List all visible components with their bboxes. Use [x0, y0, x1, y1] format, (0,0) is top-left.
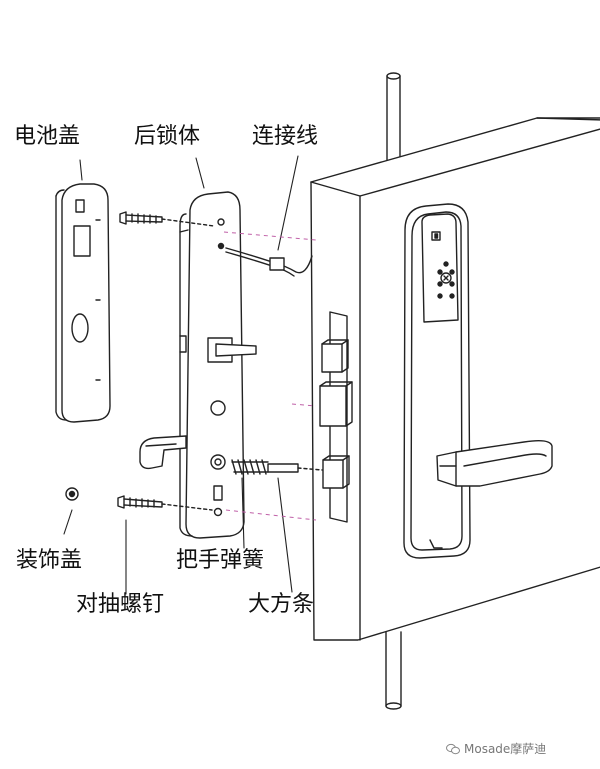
handle-spring	[231, 459, 269, 475]
watermark-text: Mosade摩萨迪	[464, 742, 547, 756]
callout-lines	[63, 155, 299, 595]
label-decorative-cap: 装饰盖	[16, 548, 83, 573]
label-spindle-bar: 大方条	[248, 592, 315, 617]
bottom-screw	[117, 495, 213, 511]
rear-lock-body	[179, 191, 257, 539]
connecting-cable	[225, 247, 313, 277]
label-through-screw: 对抽螺钉	[76, 592, 165, 617]
alignment-guides	[223, 231, 317, 521]
decorative-cap	[65, 487, 79, 501]
wechat-icon	[446, 743, 460, 754]
spindle-bar	[267, 463, 323, 473]
front-handle	[436, 439, 553, 487]
label-rear-lock-body: 后锁体	[134, 124, 201, 149]
label-cable: 连接线	[252, 124, 319, 149]
watermark: Mosade摩萨迪	[446, 740, 546, 757]
front-lock-body	[403, 203, 471, 559]
label-battery-cover: 电池盖	[14, 124, 81, 149]
latch-faceplate	[319, 311, 353, 523]
label-handle-spring: 把手弹簧	[176, 548, 265, 573]
battery-cover	[55, 183, 111, 423]
rear-handle	[139, 435, 187, 470]
top-screw	[119, 211, 215, 227]
